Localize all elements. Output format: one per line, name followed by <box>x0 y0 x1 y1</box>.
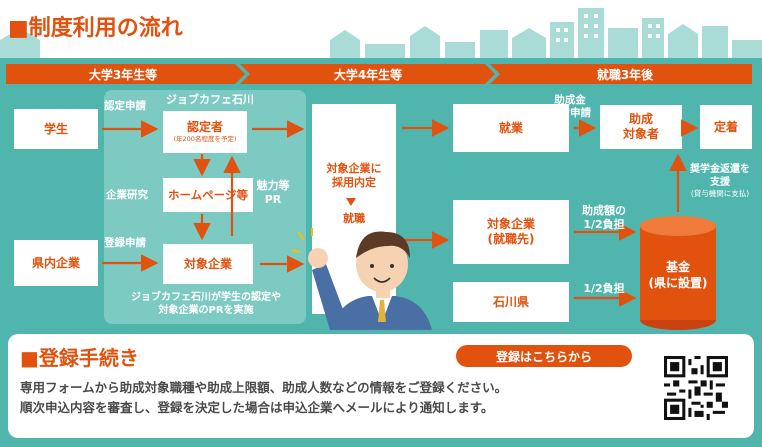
certified-label: 認定者 <box>186 120 223 135</box>
box-grant-recipient: 助成 対象者 <box>600 105 682 149</box>
label-get-job: 就職 <box>343 212 365 225</box>
qr-code-icon[interactable] <box>664 356 728 420</box>
registration-line1: 専用フォームから助成対象職種や助成上限額、助成人数などの情報をご登録ください。 <box>20 380 508 395</box>
stage-arrows <box>6 64 752 84</box>
stage-label-year4: 大学4年生等 <box>333 67 403 82</box>
label-grant-apply: 助成金 交付申請 <box>530 94 610 120</box>
city-skyline <box>0 0 762 64</box>
box-target-employer: 対象企業 (就職先) <box>453 200 569 264</box>
half1-line1: 助成額の <box>582 204 626 217</box>
label-reg-apply: 登録申請 <box>104 237 146 249</box>
box-ishikawa: 石川県 <box>453 282 569 322</box>
label-repay: 奨学金返還を 支援 (貸与機関に支払) <box>682 164 758 198</box>
label-jobcafe: ジョブカフェ石川 <box>166 93 254 106</box>
offer-line1: 対象企業に <box>326 162 382 175</box>
page-title: ■制度利用の流れ <box>8 16 183 41</box>
appeal-line2: PR <box>264 192 282 206</box>
registration-line2: 順次申込内容を審査し、登録を決定した場合は申込企業へメールにより通知します。 <box>20 400 494 415</box>
grant-apply-line1: 助成金 <box>554 94 586 106</box>
certified-note: (年200名程度を予定) <box>173 135 237 144</box>
fund-line1: 基金 <box>665 260 690 274</box>
repay-line1: 奨学金返還を <box>690 164 750 175</box>
box-certified: 認定者 (年200名程度を予定) <box>163 111 247 153</box>
grant-recipient-line2: 対象者 <box>622 127 659 141</box>
target-employer-line2: (就職先) <box>487 232 535 246</box>
half1-line2: 1/2負担 <box>583 217 625 231</box>
registration-text: 専用フォームから助成対象職種や助成上限額、助成人数などの情報をご登録ください。 … <box>20 378 507 418</box>
label-research: 企業研究 <box>106 189 148 201</box>
jobcafe-note-line2: 対象企業のPRを実施 <box>158 304 254 316</box>
stage-label-after3y: 就職3年後 <box>596 67 654 82</box>
registration-title: ■登録手続き <box>20 346 139 370</box>
register-button[interactable]: 登録はこちらから <box>456 345 632 367</box>
box-settle: 定着 <box>700 105 752 149</box>
label-offer: 対象企業に 採用内定 <box>312 162 396 191</box>
box-employed: 就業 <box>453 104 569 152</box>
fund-line2: (県に設置) <box>648 275 708 290</box>
stage-label-year3: 大学3年生等 <box>88 67 158 82</box>
label-half1: 助成額の 1/2負担 <box>574 204 634 232</box>
box-student: 学生 <box>14 109 98 149</box>
fund-label: 基金 (県に設置) <box>640 260 716 291</box>
grant-recipient-line1: 助成 <box>628 112 653 126</box>
appeal-line1: 魅力等 <box>256 179 290 192</box>
box-homepage: ホームページ等 <box>163 178 253 212</box>
repay-line2: 支援 <box>710 176 730 188</box>
offer-line2: 採用内定 <box>332 176 376 190</box>
box-target-company: 対象企業 <box>163 244 253 284</box>
label-jobcafe-note: ジョブカフェ石川が学生の認定や 対象企業のPRを実施 <box>108 292 304 317</box>
target-employer-line1: 対象企業 <box>486 217 535 231</box>
label-half2: 1/2負担 <box>583 282 625 295</box>
label-cert-apply: 認定申請 <box>104 100 146 112</box>
box-local-company: 県内企業 <box>14 240 98 286</box>
grant-apply-line2: 交付申請 <box>549 107 591 120</box>
repay-line3: (貸与機関に支払) <box>690 189 750 198</box>
label-appeal: 魅力等 PR <box>250 179 296 207</box>
jobcafe-note-line1: ジョブカフェ石川が学生の認定や <box>131 292 281 303</box>
